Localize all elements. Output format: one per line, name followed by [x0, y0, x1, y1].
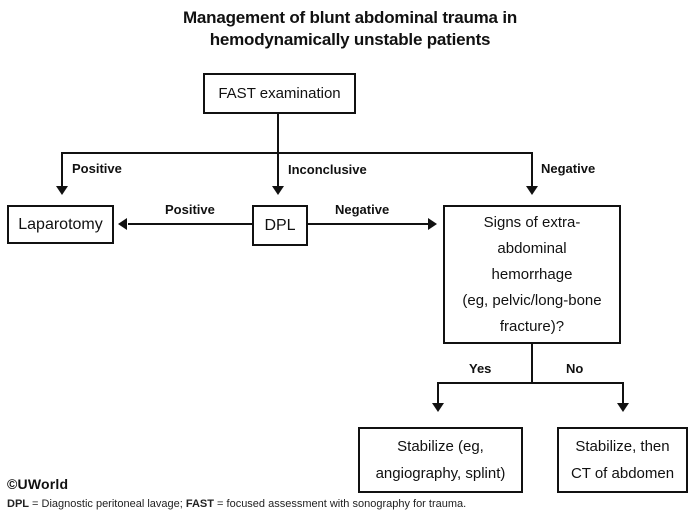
- edge-dpl-to-laparotomy: [128, 223, 252, 225]
- node-fast-examination: FAST examination: [203, 73, 356, 114]
- node-stabilize-ct-abdomen: Stabilize, then CT of abdomen: [557, 427, 688, 493]
- node-laparotomy-label: Laparotomy: [18, 215, 103, 233]
- abbr-dpl-definition: = Diagnostic peritoneal lavage;: [29, 498, 186, 510]
- label-no: No: [566, 361, 584, 376]
- node-stab2-line1: Stabilize, then: [575, 438, 670, 455]
- node-stabilize-angiography-splint: Stabilize (eg, angiography, splint): [358, 427, 523, 493]
- label-fast-positive: Positive: [72, 161, 122, 176]
- edge-branch-left: [61, 152, 63, 188]
- label-fast-negative: Negative: [541, 161, 596, 176]
- arrowhead-dpl-negative: [428, 218, 437, 230]
- chart-title-line2: hemodynamically unstable patients: [209, 30, 491, 49]
- arrowhead-to-signs: [526, 186, 538, 195]
- label-dpl-positive: Positive: [165, 202, 215, 217]
- arrowhead-to-dpl: [272, 186, 284, 195]
- abbr-fast: FAST: [185, 498, 214, 510]
- edge-branch-line-bottom: [437, 382, 624, 384]
- node-signs-line4: (eg, pelvic/long-bone: [462, 291, 602, 309]
- edge-fast-stem: [277, 113, 279, 188]
- abbr-fast-definition: = focused assessment with sonography for…: [213, 498, 467, 510]
- edge-no: [622, 382, 624, 404]
- arrowhead-no: [617, 403, 629, 412]
- node-laparotomy: Laparotomy: [7, 205, 114, 244]
- arrowhead-yes: [432, 403, 444, 412]
- arrowhead-to-laparotomy: [56, 186, 68, 195]
- edge-branch-line-top: [61, 152, 533, 154]
- edge-signs-stem: [531, 343, 533, 384]
- edge-branch-right: [531, 152, 533, 188]
- label-dpl-negative: Negative: [335, 202, 390, 217]
- label-yes: Yes: [469, 361, 492, 376]
- arrowhead-dpl-positive: [118, 218, 127, 230]
- node-stab1-line2: angiography, splint): [375, 465, 506, 482]
- abbr-dpl: DPL: [7, 498, 29, 510]
- node-signs-line2: abdominal: [497, 239, 567, 257]
- chart-title-line1: Management of blunt abdominal trauma in: [182, 8, 518, 27]
- edge-yes: [437, 382, 439, 404]
- chart-title: Management of blunt abdominal trauma in …: [0, 7, 700, 51]
- edge-dpl-to-signs: [308, 223, 428, 225]
- node-stab1-line1: Stabilize (eg,: [397, 438, 484, 455]
- node-stab2-line2: CT of abdomen: [570, 465, 675, 482]
- node-signs-line1: Signs of extra-: [483, 213, 581, 231]
- label-fast-inconclusive: Inconclusive: [288, 162, 367, 177]
- node-signs-line3: hemorrhage: [491, 265, 573, 283]
- node-signs-line5: fracture)?: [499, 317, 565, 335]
- abbreviation-key: DPL = Diagnostic peritoneal lavage; FAST…: [7, 498, 466, 510]
- node-fast-label: FAST examination: [218, 84, 341, 102]
- node-signs-extra-abdominal-hemorrhage: Signs of extra- abdominal hemorrhage (eg…: [443, 205, 621, 344]
- node-dpl: DPL: [252, 205, 308, 246]
- uworld-copyright: ©UWorld: [7, 476, 69, 492]
- node-dpl-label: DPL: [264, 216, 296, 234]
